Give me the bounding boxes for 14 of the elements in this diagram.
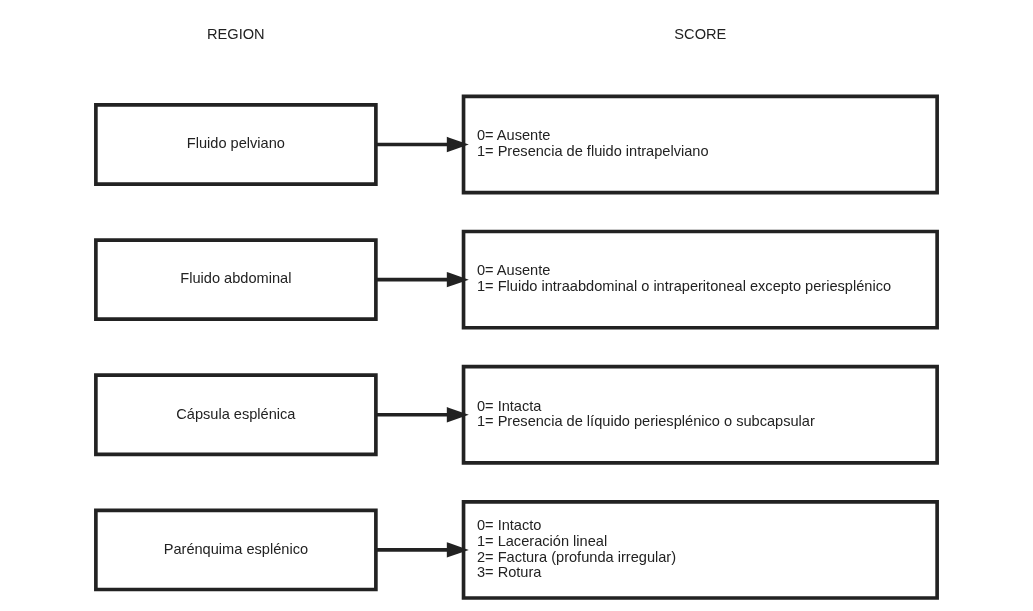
node-box: 0= Intacta 1= Presencia de líquido periesplénico o subcapsular — [461, 364, 939, 465]
node-box: 0= Intacto 1= Laceración lineal 2= Factura (profunda irregular) 3= Rotura — [461, 500, 939, 600]
node-box: Fluido pelviano — [94, 103, 378, 186]
arrow — [376, 407, 469, 423]
node-box: Cápsula esplénica — [94, 373, 378, 457]
arrow — [376, 542, 469, 558]
node-box: 0= Ausente 1= Presencia de fluido intrapelviano — [461, 94, 939, 195]
arrow — [376, 136, 469, 153]
arrow — [376, 271, 469, 288]
label: SCORE — [674, 25, 727, 42]
node-box: Fluido abdominal — [94, 238, 378, 322]
label: REGION — [207, 25, 265, 42]
node-box: Parénquima esplénico — [94, 508, 378, 592]
node-box: 0= Ausente 1= Fluido intraabdominal o intraperitoneal excepto periesplénico — [461, 229, 939, 330]
